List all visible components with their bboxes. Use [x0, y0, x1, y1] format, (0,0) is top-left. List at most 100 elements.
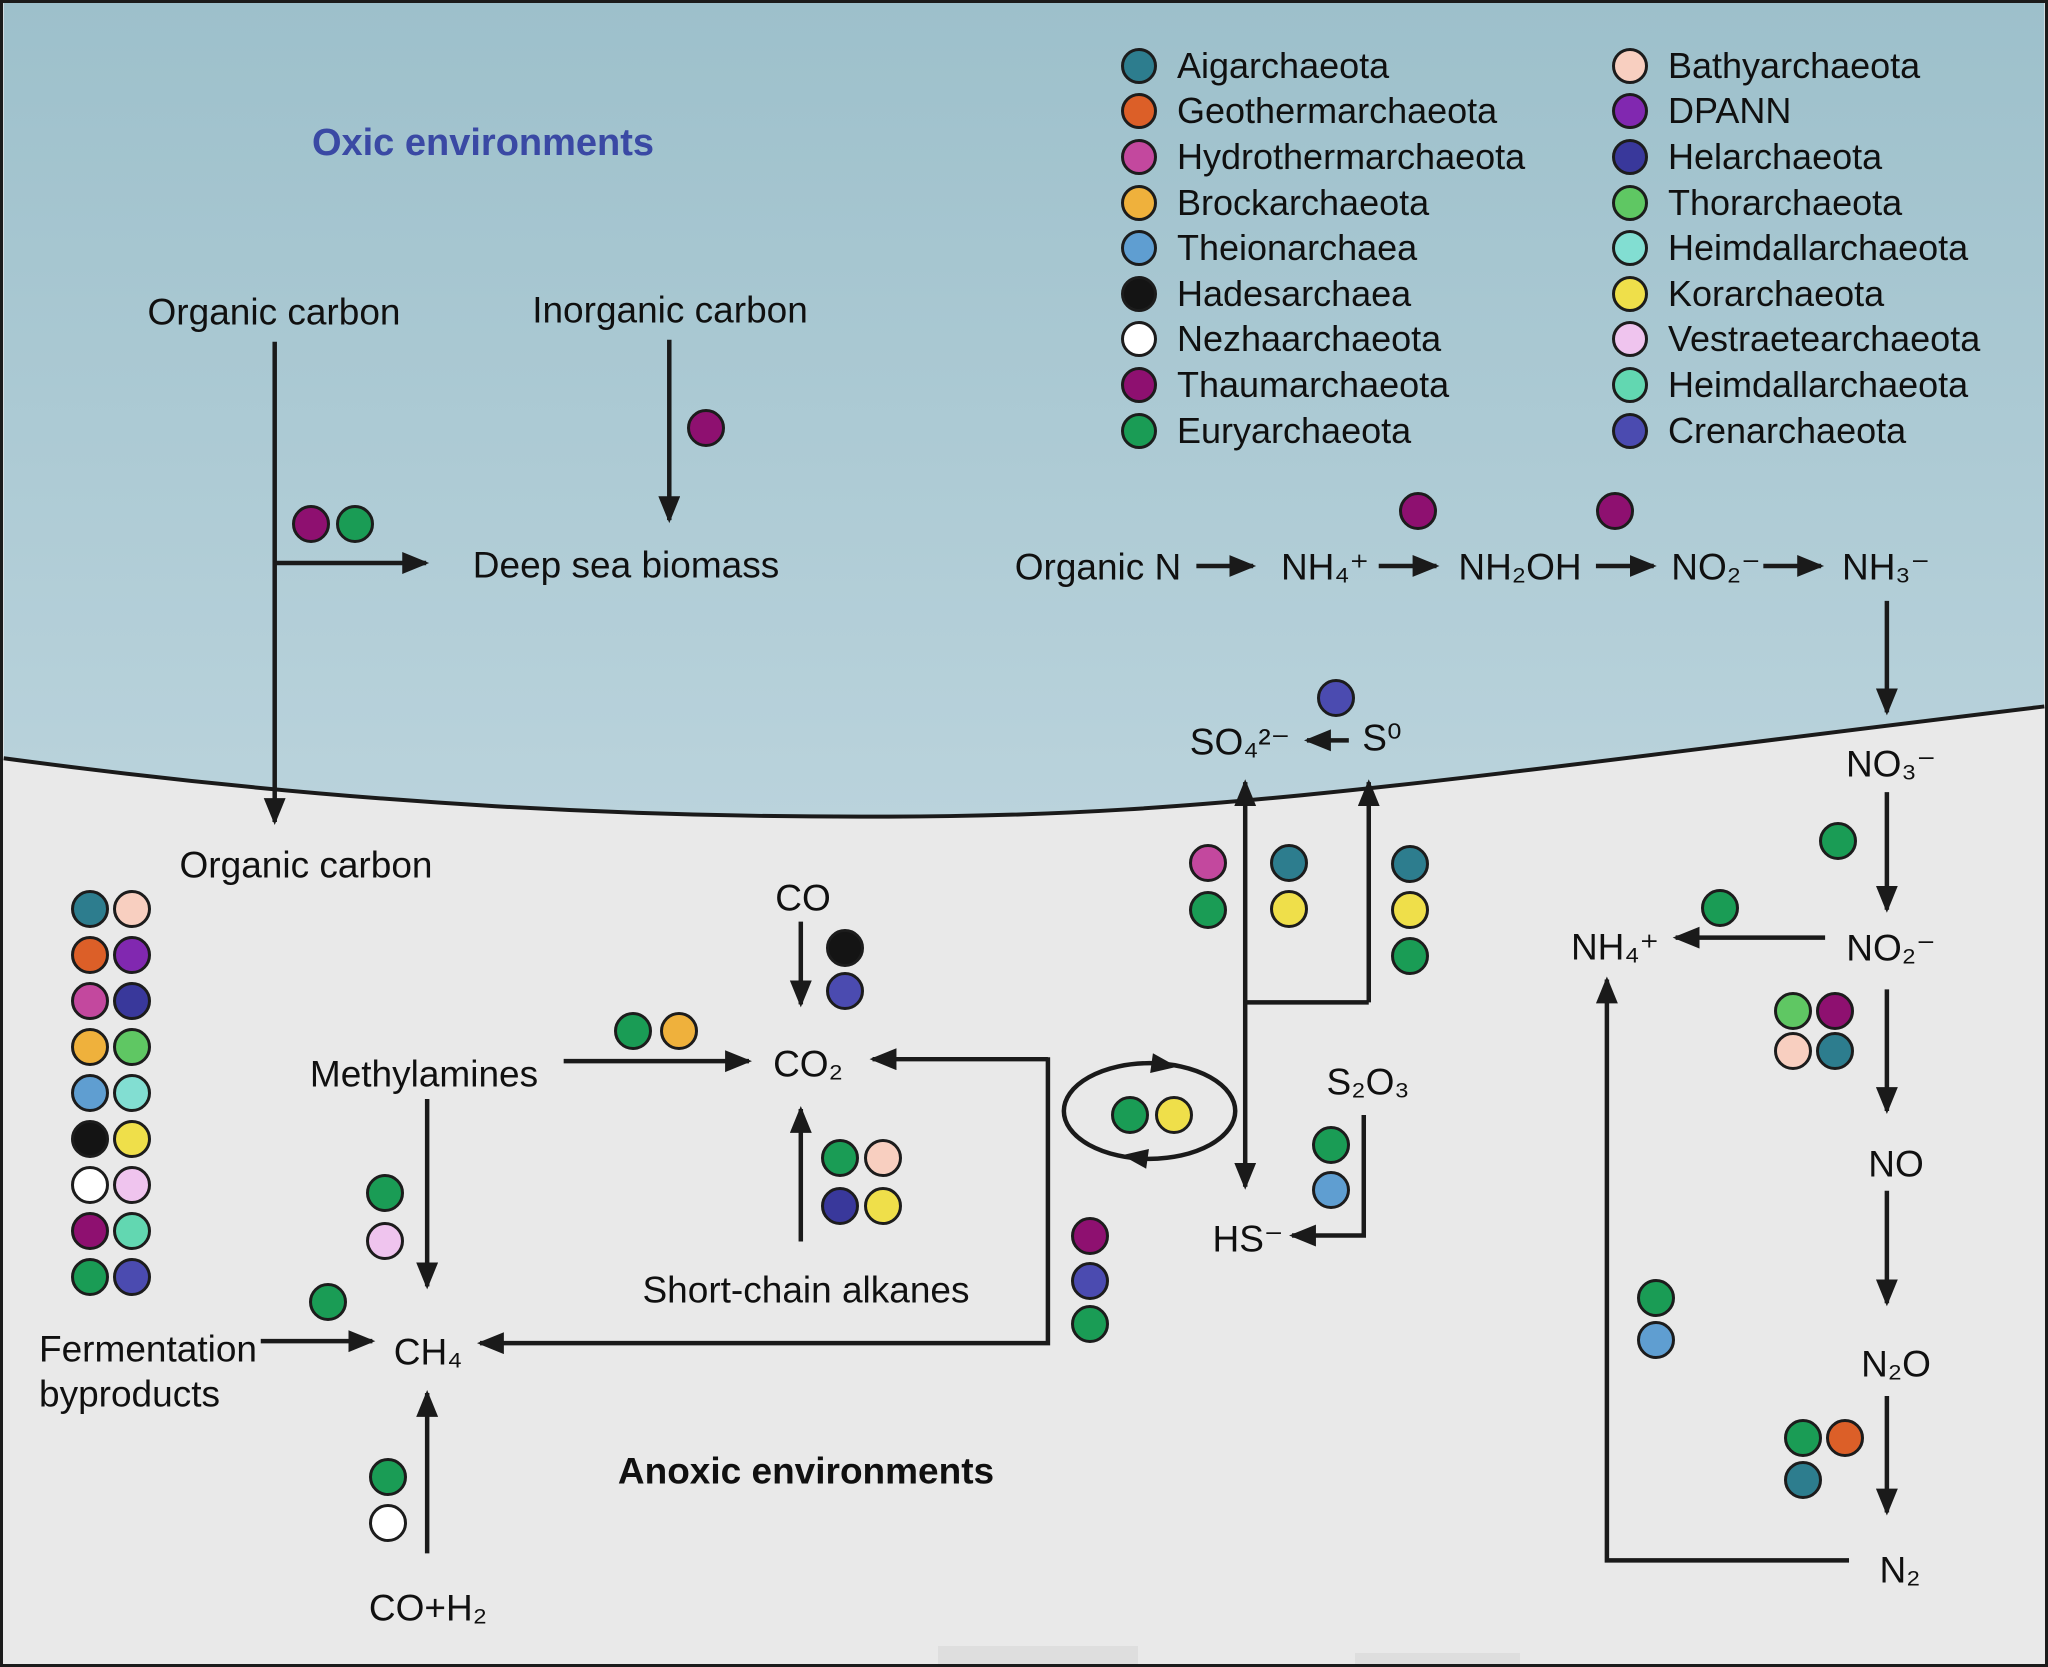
- legend-row: Helarchaeota: [1612, 134, 1980, 180]
- legend-dot-bathyarchaeota: [1612, 47, 1648, 84]
- legend-label: Theionarchaea: [1177, 227, 1418, 269]
- dot-aigarchaeota: [1784, 1461, 1822, 1499]
- dot-euryarchaeota: [1071, 1305, 1109, 1343]
- dot-euryarchaeota: [614, 1012, 652, 1050]
- dot-thaumarchaeota: [1399, 492, 1437, 530]
- dot-heimdallarchaeota2: [113, 1212, 151, 1250]
- label-co: CO: [775, 877, 831, 919]
- dot-thaumarchaeota: [687, 409, 725, 447]
- dot-euryarchaeota: [1819, 822, 1857, 860]
- label-no3: NO₃⁻: [1845, 743, 1937, 785]
- dot-brockarchaeota: [71, 1028, 109, 1066]
- label-organic-carbon-top: Organic carbon: [147, 291, 401, 333]
- dot-aigarchaeota: [71, 890, 109, 928]
- oxic-anoxic-boundary: [3, 704, 2045, 819]
- legend-row: Theionarchaea: [1121, 225, 1525, 271]
- legend-dot-geothermarchaeota: [1121, 93, 1157, 130]
- legend-dot-thaumarchaeota: [1121, 366, 1157, 403]
- dot-geothermarchaeota: [1826, 1419, 1864, 1457]
- dot-thaumarchaeota: [1816, 992, 1854, 1030]
- label-s0: S⁰: [1362, 717, 1402, 759]
- dot-hadesarchaea: [826, 929, 864, 967]
- legend-dot-korarchaeota: [1612, 275, 1648, 312]
- dot-theionarchaea: [71, 1074, 109, 1112]
- dot-thaumarchaeota: [1071, 1217, 1109, 1255]
- legend-label: Crenarchaeota: [1668, 409, 1907, 451]
- label-n2o: N₂O: [1861, 1343, 1931, 1385]
- arrow-alkanes-ch4: [476, 1057, 1051, 1355]
- cycle-arrowhead-bottom: [1121, 1148, 1149, 1169]
- legend-row: Thaumarchaeota: [1121, 362, 1525, 408]
- dot-bathyarchaeota: [1774, 1032, 1812, 1070]
- legend-row: Korarchaeota: [1612, 271, 1980, 317]
- dot-euryarchaeota: [1312, 1126, 1350, 1164]
- legend-row: Hadesarchaea: [1121, 271, 1525, 317]
- dot-geothermarchaeota: [71, 936, 109, 974]
- dot-crenarchaeota: [826, 972, 864, 1010]
- label-short-chain-alkanes: Short-chain alkanes: [642, 1269, 970, 1311]
- dot-thaumarchaeota: [292, 505, 330, 543]
- label-s2o3: S₂O₃: [1326, 1061, 1410, 1103]
- dot-korarchaeota: [1155, 1096, 1193, 1134]
- legend-dot-crenarchaeota: [1612, 412, 1648, 449]
- label-methylamines: Methylamines: [309, 1053, 539, 1095]
- cycle-arrowheads: [1121, 1053, 1178, 1169]
- dot-thaumarchaeota: [71, 1212, 109, 1250]
- legend-dot-thorarchaeota: [1612, 184, 1648, 221]
- legend-dot-vestraetearchaeota: [1612, 321, 1648, 358]
- legend-row: Bathyarchaeota: [1612, 43, 1980, 89]
- dot-euryarchaeota: [1391, 937, 1429, 975]
- dot-aigarchaeota: [1816, 1032, 1854, 1070]
- label-no: NO: [1868, 1143, 1924, 1185]
- legend-label: Aigarchaeota: [1177, 44, 1390, 86]
- legend-dot-hadesarchaea: [1121, 275, 1157, 312]
- legend-row: DPANN: [1612, 89, 1980, 135]
- dot-bathyarchaeota: [864, 1139, 902, 1177]
- legend-row: Heimdallarchaeota: [1612, 225, 1980, 271]
- legend-dot-nezhaarchaeota: [1121, 321, 1157, 358]
- oxic-environments-title: Oxic environments: [311, 122, 655, 165]
- label-n2: N₂: [1879, 1549, 1921, 1591]
- dot-heimdallarchaeota: [113, 1074, 151, 1112]
- legend-label: Heimdallarchaeota: [1668, 227, 1969, 269]
- label-co2: CO₂: [773, 1043, 843, 1085]
- arrow-n2-return-nh4: [1595, 976, 1850, 1563]
- dot-euryarchaeota: [1189, 891, 1227, 929]
- dot-helarchaeota: [821, 1187, 859, 1225]
- legend-row: Crenarchaeota: [1612, 408, 1980, 454]
- legend-label: Nezhaarchaeota: [1177, 318, 1442, 360]
- legend-dot-euryarchaeota: [1121, 412, 1157, 449]
- pathway-arrows: [260, 339, 1898, 1563]
- diagram-graphics: [3, 3, 2045, 1563]
- label-nh2oh: NH₂OH: [1458, 546, 1582, 588]
- legend-dot-brockarchaeota: [1121, 184, 1157, 221]
- cycle-ellipse: [1061, 1060, 1238, 1162]
- dot-euryarchaeota: [369, 1458, 407, 1496]
- legend-dot-dpann: [1612, 93, 1648, 130]
- legend-dot-aigarchaeota: [1121, 47, 1157, 84]
- oxic-region: [3, 3, 2045, 817]
- dot-euryarchaeota: [336, 505, 374, 543]
- scan-artifact: [1355, 1653, 1520, 1664]
- dot-euryarchaeota: [1784, 1419, 1822, 1457]
- dot-crenarchaeota: [113, 1258, 151, 1296]
- dot-euryarchaeota: [1111, 1096, 1149, 1134]
- legend-row: Nezhaarchaeota: [1121, 317, 1525, 363]
- legend-label: Helarchaeota: [1668, 135, 1883, 177]
- legend-row: Euryarchaeota: [1121, 408, 1525, 454]
- label-no2-oxic: NO₂⁻: [1671, 546, 1761, 588]
- legend-label: Brockarchaeota: [1177, 181, 1430, 223]
- cycle-arrowhead-top: [1150, 1053, 1178, 1074]
- dot-euryarchaeota: [366, 1174, 404, 1212]
- dot-vestraetearchaeota: [366, 1222, 404, 1260]
- dot-dpann: [113, 936, 151, 974]
- dot-crenarchaeota: [1071, 1262, 1109, 1300]
- dot-nezhaarchaeota: [369, 1504, 407, 1542]
- legend-row: Brockarchaeota: [1121, 180, 1525, 226]
- label-inorganic-carbon: Inorganic carbon: [532, 289, 808, 331]
- legend-dot-heimdallarchaeota2: [1612, 366, 1648, 403]
- legend-label: Hadesarchaea: [1177, 272, 1412, 314]
- legend-label: Bathyarchaeota: [1668, 44, 1921, 86]
